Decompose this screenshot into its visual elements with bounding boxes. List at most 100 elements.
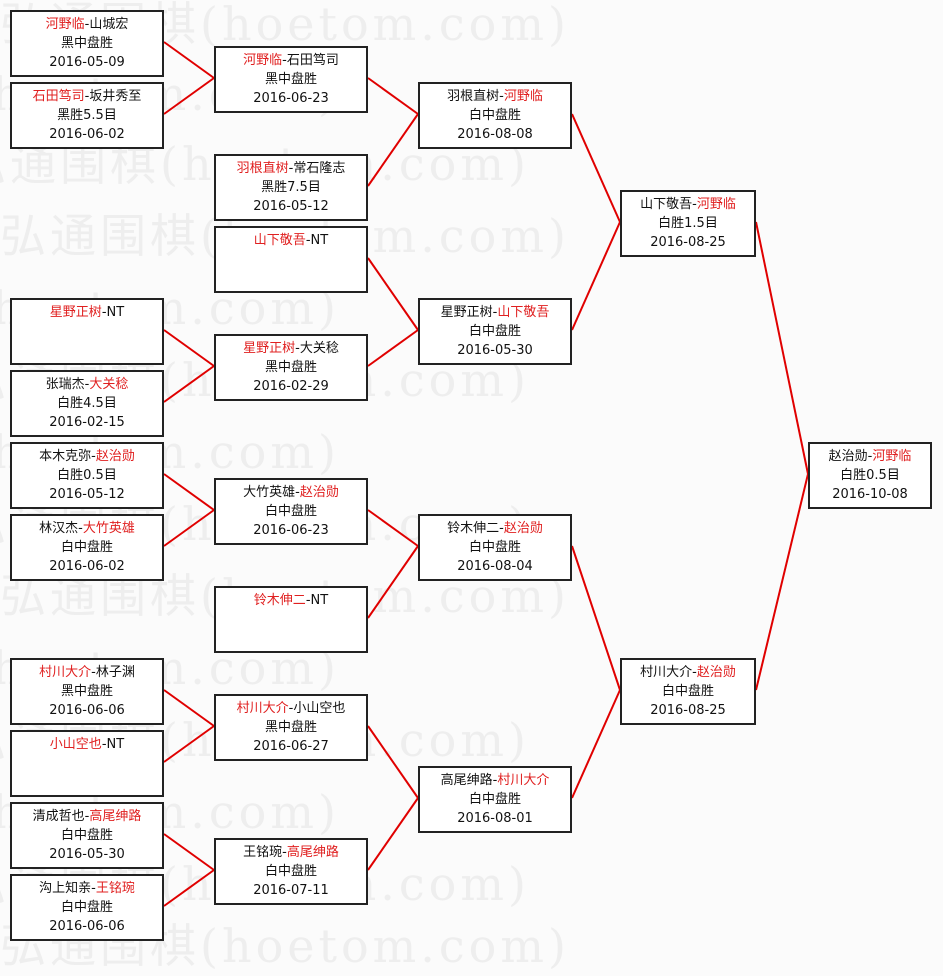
player-2: 赵治勋 bbox=[95, 449, 135, 464]
match-players: 本木克弥-赵治勋 bbox=[12, 447, 162, 466]
match-result: 白中盘胜 bbox=[60, 540, 113, 555]
match-date: 2016-08-08 bbox=[457, 127, 533, 142]
match-result: 黑中盘胜 bbox=[60, 684, 113, 699]
separator: - bbox=[295, 485, 300, 500]
match-players: 王铭琬-高尾绅路 bbox=[216, 843, 366, 862]
player-2: 常石隆志 bbox=[293, 161, 346, 176]
match-result: 白胜0.5目 bbox=[57, 468, 117, 483]
player-2: 坂井秀至 bbox=[89, 89, 142, 104]
player-1: 星野正树 bbox=[440, 305, 493, 320]
match-date: 2016-02-29 bbox=[253, 379, 329, 394]
separator: - bbox=[499, 521, 504, 536]
match-date: 2016-08-25 bbox=[650, 703, 726, 718]
match-box-round-1: 小山空也-NT bbox=[10, 730, 164, 797]
match-result: 白中盘胜 bbox=[468, 792, 521, 807]
match-box-round-2: 王铭琬-高尾绅路白中盘胜 2016-07-11 bbox=[214, 838, 368, 905]
match-date: 2016-05-30 bbox=[457, 343, 533, 358]
match-result: 黑胜5.5目 bbox=[57, 108, 117, 123]
match-players: 河野临-山城宏 bbox=[12, 15, 162, 34]
match-result: 白中盘胜 bbox=[264, 864, 317, 879]
player-1: 赵治勋 bbox=[828, 449, 868, 464]
match-result: 白胜4.5目 bbox=[57, 396, 117, 411]
match-result: 黑中盘胜 bbox=[264, 720, 317, 735]
match-result: 黑中盘胜 bbox=[264, 360, 317, 375]
match-date: 2016-06-23 bbox=[253, 91, 329, 106]
player-2: 赵治勋 bbox=[696, 665, 736, 680]
bracket-connector bbox=[367, 797, 419, 871]
bracket-connector bbox=[163, 725, 215, 763]
separator: - bbox=[84, 17, 90, 32]
separator: - bbox=[78, 521, 83, 536]
player-2: 林子渊 bbox=[95, 665, 135, 680]
match-date: 2016-06-27 bbox=[253, 739, 329, 754]
match-players: 山下敬吾-NT bbox=[216, 231, 366, 250]
bracket-connector bbox=[367, 725, 419, 799]
separator: - bbox=[692, 665, 697, 680]
separator: - bbox=[101, 305, 107, 320]
match-date: 2016-07-11 bbox=[253, 883, 329, 898]
match-result: 白中盘胜 bbox=[60, 900, 113, 915]
player-2: NT bbox=[310, 233, 329, 248]
bracket-connector bbox=[367, 113, 419, 187]
bracket-connector bbox=[367, 329, 419, 367]
player-1: 铃木伸二 bbox=[447, 521, 500, 536]
player-2: 河野临 bbox=[872, 449, 912, 464]
separator: - bbox=[84, 809, 90, 824]
separator: - bbox=[84, 377, 90, 392]
player-1: 林汉杰 bbox=[39, 521, 79, 536]
bracket-connector bbox=[755, 221, 809, 475]
player-1: 铃木伸二 bbox=[253, 593, 306, 608]
bracket-connector bbox=[367, 77, 419, 115]
separator: - bbox=[499, 89, 504, 104]
player-1: 河野临 bbox=[45, 17, 85, 32]
match-date: 2016-06-06 bbox=[49, 919, 125, 934]
match-box-round-2: 山下敬吾-NT bbox=[214, 226, 368, 293]
match-date: 2016-06-06 bbox=[49, 703, 125, 718]
separator: - bbox=[305, 593, 311, 608]
bracket-connector bbox=[163, 329, 215, 367]
player-1: 本木克弥 bbox=[39, 449, 92, 464]
match-players: 羽根直树-河野临 bbox=[420, 87, 570, 106]
separator: - bbox=[91, 881, 96, 896]
bracket-connector bbox=[163, 869, 215, 907]
player-2: 村川大介 bbox=[497, 773, 550, 788]
match-players: 石田笃司-坂井秀至 bbox=[12, 87, 162, 106]
match-date: 2016-05-12 bbox=[253, 199, 329, 214]
separator: - bbox=[867, 449, 873, 464]
bracket-connector bbox=[163, 77, 215, 115]
match-box-round-1: 星野正树-NT bbox=[10, 298, 164, 365]
match-result: 黑中盘胜 bbox=[60, 36, 113, 51]
player-1: 山下敬吾 bbox=[253, 233, 306, 248]
player-2: 赵治勋 bbox=[503, 521, 543, 536]
match-result: 白中盘胜 bbox=[468, 108, 521, 123]
player-1: 高尾绅路 bbox=[440, 773, 493, 788]
player-2: 赵治勋 bbox=[299, 485, 339, 500]
match-result: 白胜0.5目 bbox=[840, 468, 900, 483]
player-1: 小山空也 bbox=[49, 737, 102, 752]
match-players: 赵治勋-河野临 bbox=[810, 447, 930, 466]
match-date: 2016-05-09 bbox=[49, 55, 125, 70]
separator: - bbox=[305, 233, 311, 248]
match-result: 黑胜7.5目 bbox=[261, 180, 321, 195]
match-result: 白中盘胜 bbox=[60, 828, 113, 843]
separator: - bbox=[101, 737, 107, 752]
player-2: 河野临 bbox=[503, 89, 543, 104]
match-players: 高尾绅路-村川大介 bbox=[420, 771, 570, 790]
player-1: 村川大介 bbox=[236, 701, 289, 716]
bracket-connector bbox=[571, 221, 621, 331]
separator: - bbox=[91, 449, 96, 464]
match-players: 山下敬吾-河野临 bbox=[622, 195, 754, 214]
match-players: 林汉杰-大竹英雄 bbox=[12, 519, 162, 538]
match-date: 2016-08-04 bbox=[457, 559, 533, 574]
separator: - bbox=[91, 665, 96, 680]
